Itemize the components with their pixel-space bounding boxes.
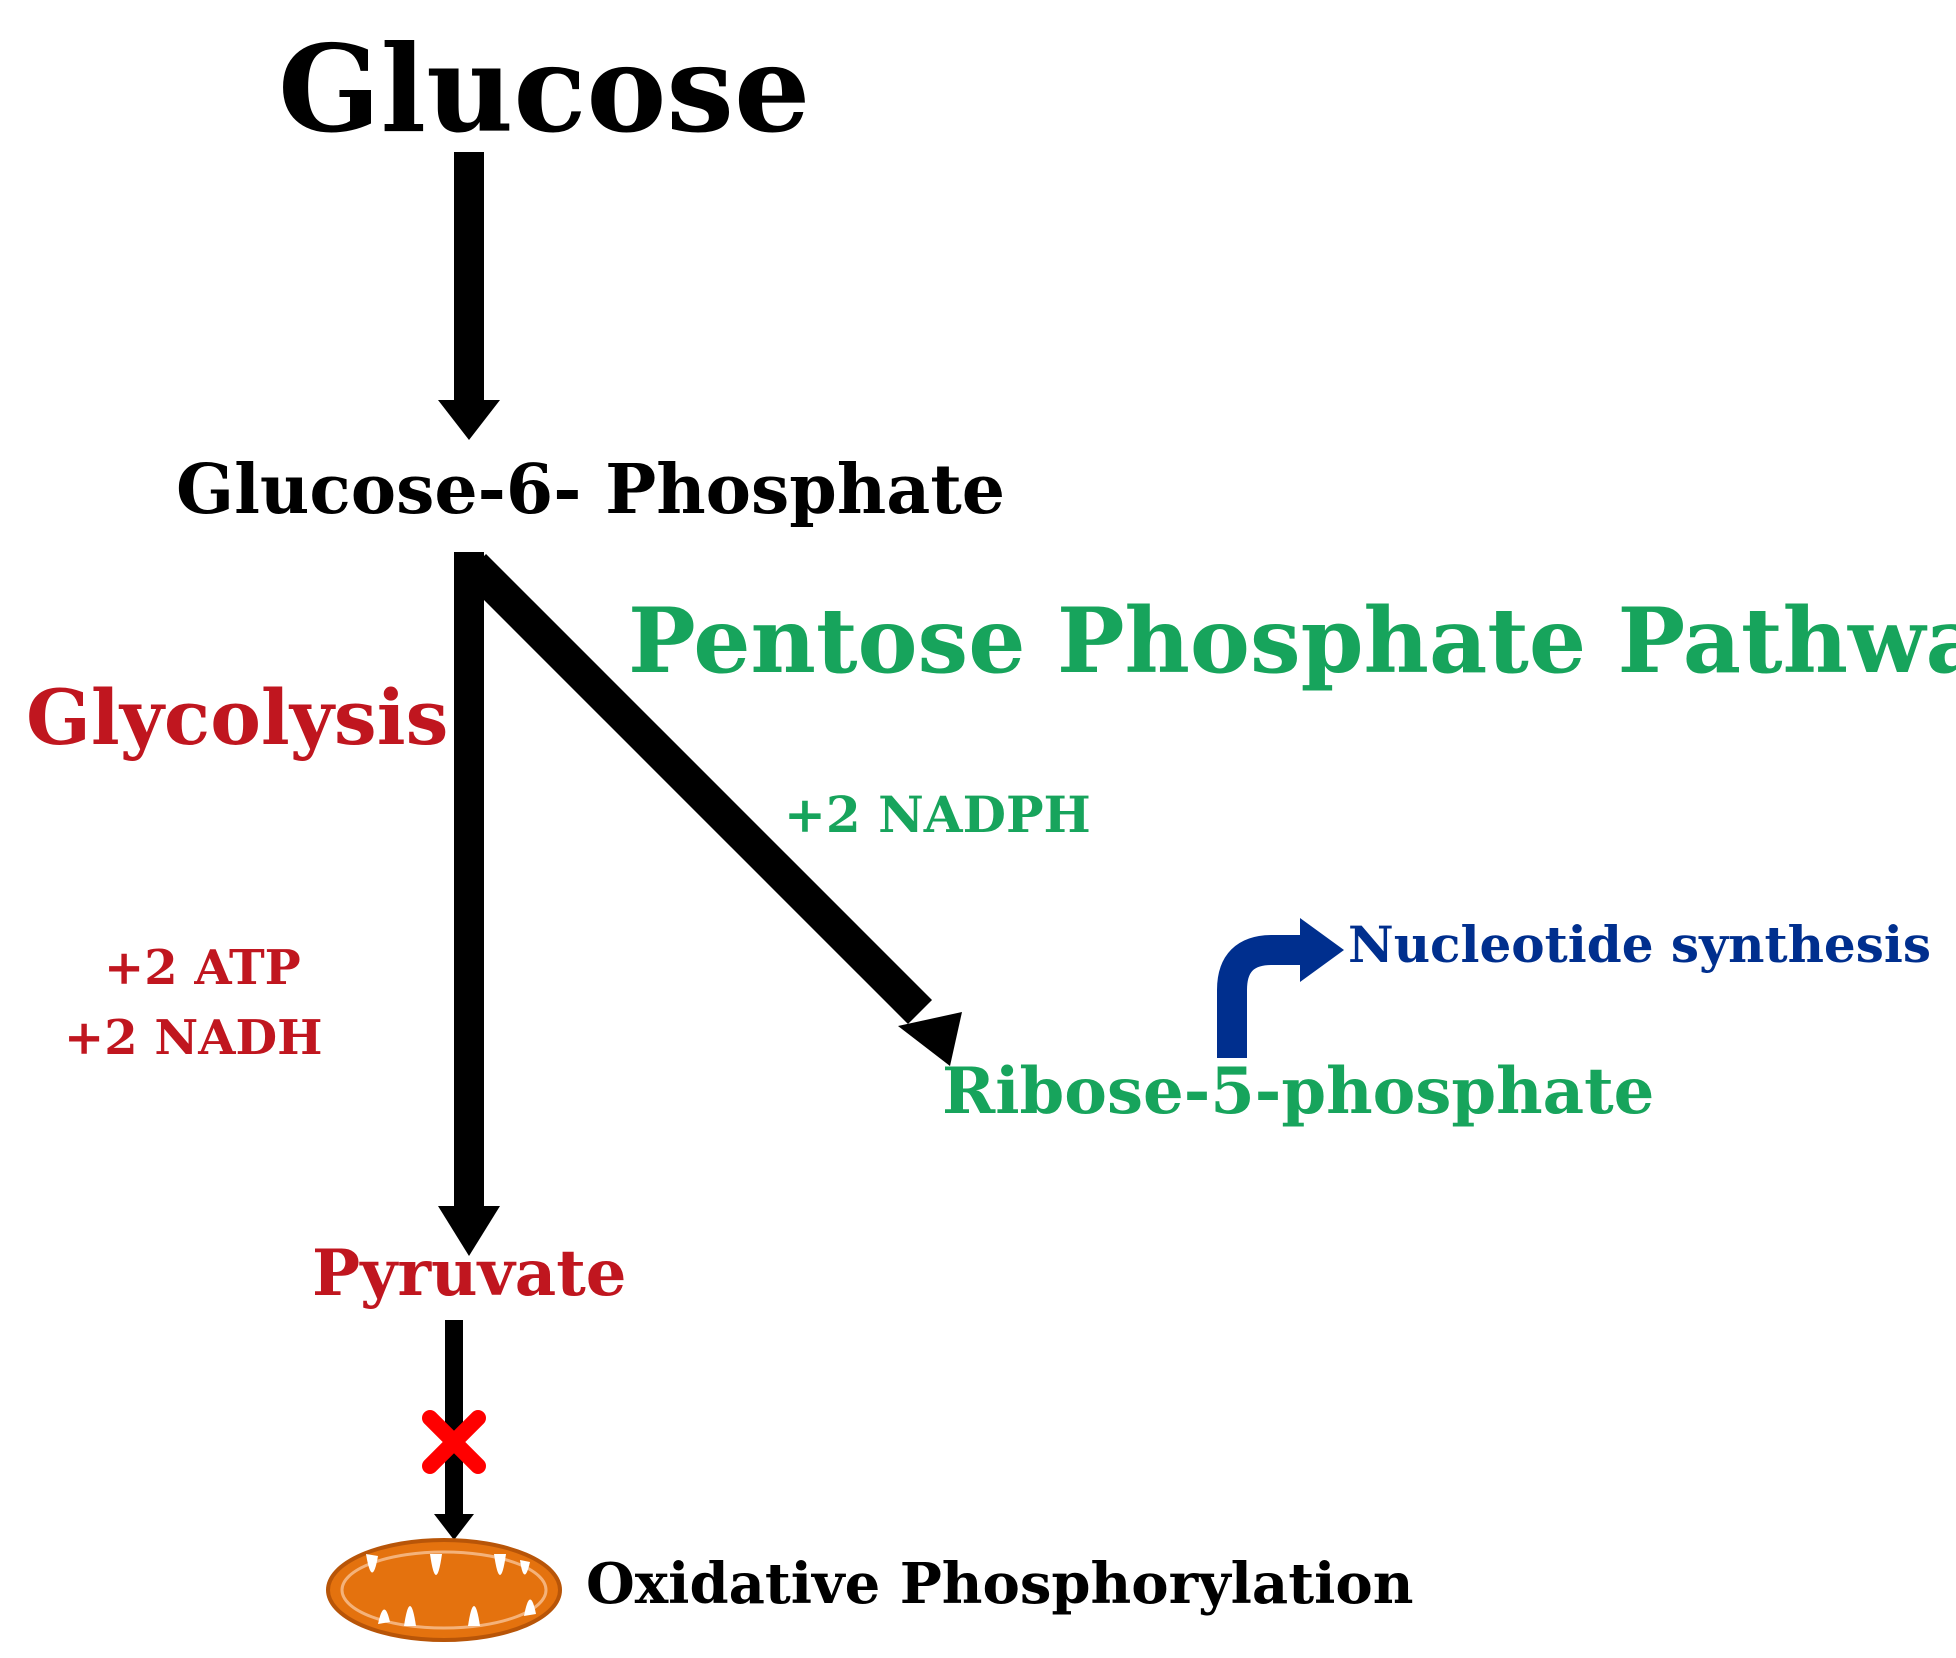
arrow-glycolysis <box>438 552 500 1256</box>
glycolysis-label: Glycolysis <box>26 673 449 762</box>
x-mark-icon <box>422 1410 486 1474</box>
arrow-pyruvate-to-oxphos <box>434 1320 474 1540</box>
glucose-6-phosphate-label: Glucose-6- Phosphate <box>176 450 1006 530</box>
bent-arrow-icon <box>1217 918 1344 1058</box>
atp-yield-label: +2 ATP <box>104 940 301 996</box>
nucleotide-synthesis-label: Nucleotide synthesis <box>1348 915 1932 974</box>
pentose-phosphate-pathway-label: Pentose Phosphate Pathway <box>628 588 1956 694</box>
arrow-glucose-to-g6p <box>438 152 500 440</box>
ribose-5-phosphate-label: Ribose-5-phosphate <box>942 1054 1655 1129</box>
glucose-label: Glucose <box>278 19 811 160</box>
arrow-pentose-phosphate <box>461 553 962 1066</box>
oxidative-phosphorylation-label: Oxidative Phosphorylation <box>586 1551 1414 1617</box>
nadh-yield-label: +2 NADH <box>64 1010 323 1066</box>
nadph-yield-label: +2 NADPH <box>784 785 1091 844</box>
mitochondrion-icon <box>326 1538 562 1642</box>
pyruvate-label: Pyruvate <box>312 1236 627 1311</box>
